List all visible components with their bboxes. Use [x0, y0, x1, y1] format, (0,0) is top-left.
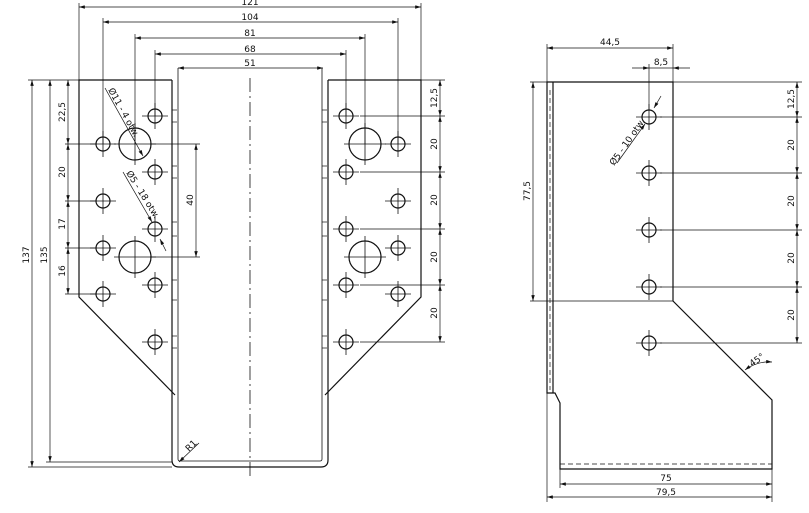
hole: [142, 216, 168, 242]
hole: [142, 272, 168, 298]
dim-22-5: 22,5: [58, 102, 68, 122]
dim-44-5: 44,5: [600, 38, 620, 48]
left-flange-outline: [78, 79, 176, 396]
dim-12-5: 12,5: [430, 88, 440, 108]
dim-12-5: 12,5: [787, 89, 797, 109]
right-flange-outline: [324, 79, 422, 396]
dim-20: 20: [787, 195, 797, 207]
hole: [636, 274, 662, 300]
dim-8-5: 8,5: [654, 58, 668, 68]
top-dimensions: [78, 3, 422, 144]
front-view: 121 104 81 68 51 137 135 22,5 20 17 16 4…: [22, 0, 445, 478]
note-big-holes: Ø11 - 4 otw.: [105, 86, 141, 139]
dim-20: 20: [787, 139, 797, 151]
left-dimensions: [28, 79, 200, 468]
dim-16: 16: [58, 265, 68, 277]
side-plate-outline: [546, 81, 773, 470]
dim-77-5: 77,5: [523, 181, 533, 201]
dim-20: 20: [430, 251, 440, 263]
note-side-holes: Ø5 - 10 otw.: [607, 117, 647, 168]
hole: [333, 272, 359, 298]
hole: [385, 235, 411, 261]
dim-79-5: 79,5: [656, 488, 676, 498]
hole: [142, 329, 168, 355]
dim-20: 20: [58, 166, 68, 178]
dim-121: 121: [241, 0, 258, 8]
dim-104: 104: [241, 13, 258, 23]
holes: [636, 104, 662, 356]
hole: [114, 236, 156, 278]
channel-inner: [177, 68, 323, 462]
dim-75: 75: [660, 474, 671, 484]
angle-45: 45°: [748, 352, 767, 369]
hole: [636, 160, 662, 186]
dim-20: 20: [787, 252, 797, 264]
side-view: 44,5 8,5 77,5 12,5 20 20 20 20 Ø5 - 10 o…: [523, 38, 802, 502]
hole: [636, 330, 662, 356]
dim-40: 40: [186, 194, 196, 206]
dim-137: 137: [22, 246, 32, 263]
dim-20: 20: [787, 309, 797, 321]
hole: [636, 217, 662, 243]
hole: [333, 216, 359, 242]
dim-17: 17: [58, 218, 68, 229]
hole: [385, 188, 411, 214]
dim-135: 135: [40, 246, 50, 263]
hole: [333, 159, 359, 185]
hole: [142, 159, 168, 185]
hole: [333, 329, 359, 355]
right-chain-dimensions: [360, 79, 445, 343]
hole: [344, 236, 386, 278]
dim-51: 51: [244, 59, 255, 69]
side-dimensions: [530, 44, 802, 502]
dim-20: 20: [430, 307, 440, 319]
dim-20: 20: [430, 194, 440, 206]
dim-68: 68: [244, 45, 256, 55]
note-radius: R1: [184, 439, 200, 455]
note-small-holes: Ø5 - 18 otw.: [123, 169, 161, 221]
dim-20: 20: [430, 138, 440, 150]
dim-81: 81: [244, 29, 255, 39]
